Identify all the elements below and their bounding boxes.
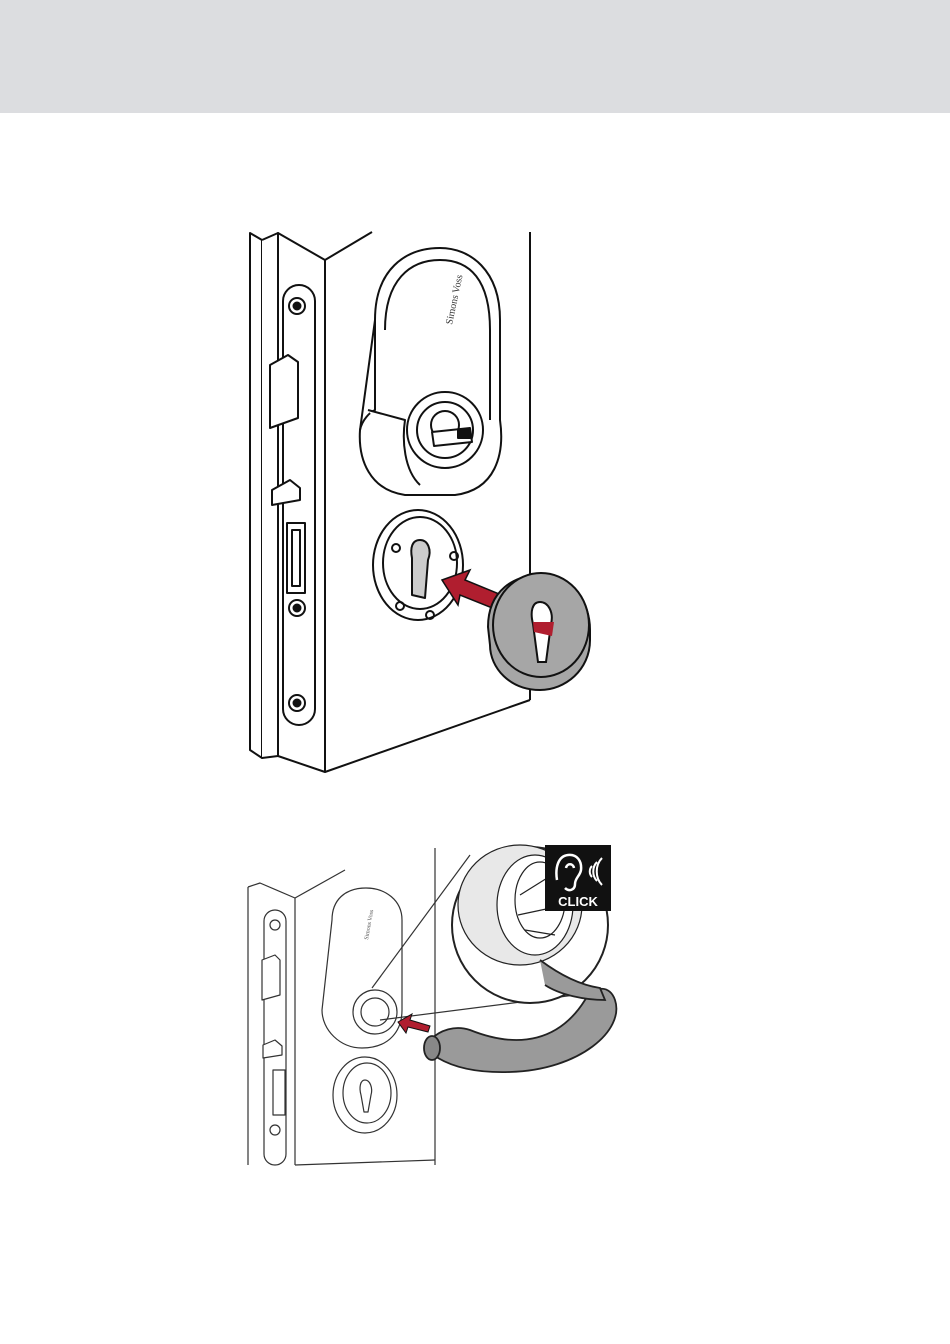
click-label: CLICK — [558, 894, 598, 909]
rosette — [488, 573, 590, 690]
handle-installation-illustration: Simons Voss — [0, 835, 950, 1175]
click-badge: CLICK — [545, 845, 611, 911]
header-band — [0, 0, 950, 113]
rosette — [333, 1057, 397, 1133]
smart-lock-knob — [360, 248, 501, 495]
smart-lock-knob — [322, 888, 402, 1048]
rosette-installation-illustration: Simons Voss — [0, 225, 950, 785]
mounting-ring — [373, 510, 463, 620]
strike-plate — [262, 910, 286, 1165]
